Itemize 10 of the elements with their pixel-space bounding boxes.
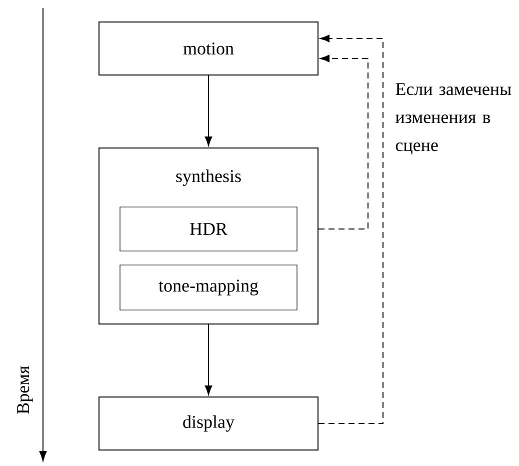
process-box: motion: [98, 22, 318, 76]
note-text: Если замечены изменения в сцене: [396, 83, 512, 154]
axis-label: Время: [17, 366, 33, 414]
arrow: [204, 324, 212, 395]
process-box: tone-mapping: [120, 264, 298, 310]
arrow: [204, 75, 212, 146]
arrow: [318, 54, 368, 230]
process-box: display: [98, 396, 318, 450]
process-box: HDR: [120, 206, 298, 252]
arrow: [318, 34, 384, 424]
